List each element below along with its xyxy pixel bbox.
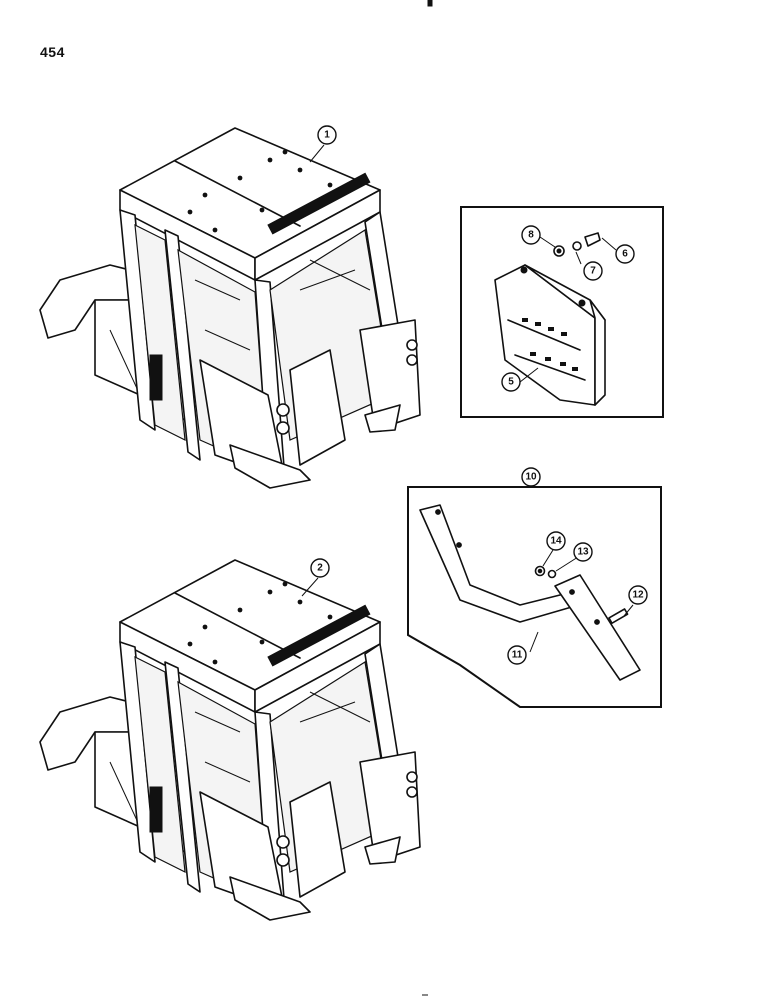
cab-assembly-2-drawing <box>39 559 421 921</box>
callout-10: 10 <box>521 467 541 487</box>
svg-text:8: 8 <box>528 230 534 241</box>
callout-1: 1 <box>317 125 337 145</box>
callout-13: 13 <box>573 542 593 562</box>
callout-14: 14 <box>546 531 566 551</box>
svg-text:13: 13 <box>577 547 589 558</box>
callout-5: 5 <box>501 372 521 392</box>
callout-6: 6 <box>615 244 635 264</box>
svg-text:10: 10 <box>525 472 537 483</box>
svg-text:1: 1 <box>324 130 330 141</box>
callout-11: 11 <box>507 645 527 665</box>
bracket-detail-panel <box>407 486 662 708</box>
svg-text:5: 5 <box>508 377 514 388</box>
svg-text:2: 2 <box>317 563 323 574</box>
svg-text:12: 12 <box>632 590 644 601</box>
page-number: 454 <box>40 44 65 60</box>
cab-assembly-1-drawing <box>39 127 421 489</box>
callout-12: 12 <box>628 585 648 605</box>
callout-2: 2 <box>310 558 330 578</box>
callout-8: 8 <box>521 225 541 245</box>
svg-text:7: 7 <box>590 266 596 277</box>
svg-text:11: 11 <box>512 650 523 661</box>
svg-text:6: 6 <box>622 249 628 260</box>
svg-text:14: 14 <box>550 536 562 547</box>
callout-7: 7 <box>583 261 603 281</box>
step-detail-panel <box>460 206 664 418</box>
